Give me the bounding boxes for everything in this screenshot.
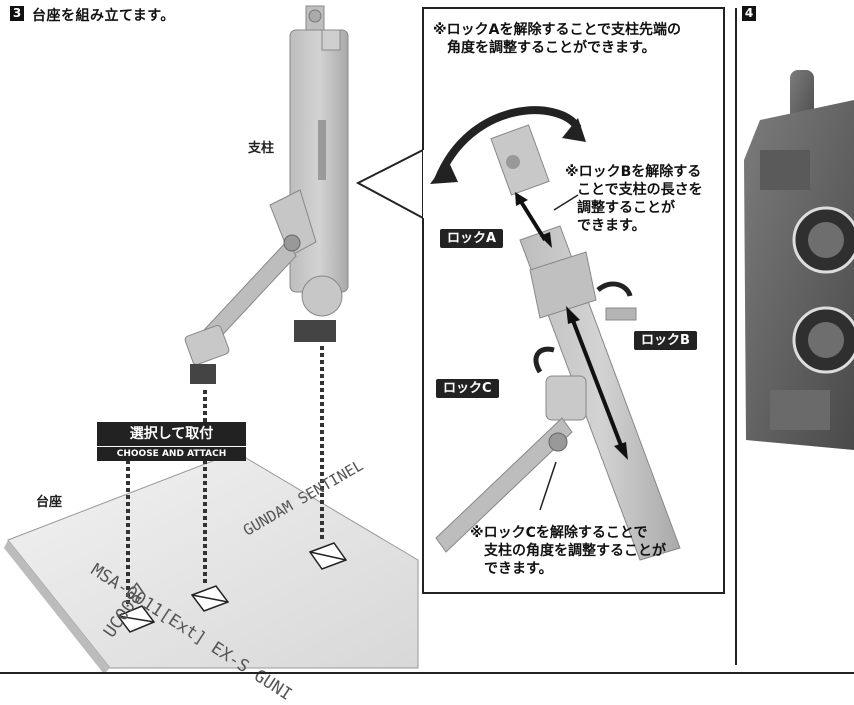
- support-pillar: [184, 5, 349, 384]
- bottom-rule: [0, 672, 854, 674]
- insertion-guides: [126, 346, 324, 605]
- step-number-badge: 3: [10, 6, 24, 21]
- step4-robot-illustration: [742, 40, 854, 450]
- lock-c-note-line2: 支柱の角度を調整することが: [484, 543, 666, 559]
- lock-c-note-line1: ※ロックCを解除することで: [470, 525, 648, 541]
- step-title: 台座を組み立てます。: [32, 8, 175, 24]
- lock-a-note-line1: ※ロックAを解除することで支柱先端の: [433, 22, 682, 38]
- lock-b-note: ※ロックBを解除する ことで支柱の長さを 調整することが できます。: [565, 163, 720, 235]
- step4-number-badge: 4: [742, 6, 756, 21]
- lock-c-tag: ロックC: [436, 379, 499, 398]
- base-sockets: [116, 542, 348, 633]
- lock-a-note: ※ロックAを解除することで支柱先端の 角度を調整することができます。: [433, 21, 719, 57]
- choose-jp-label: 選択して取付: [97, 422, 246, 447]
- lock-b-note-line4: できます。: [577, 218, 646, 234]
- detail-pillar: [430, 106, 681, 561]
- choose-and-attach-tag: 選択して取付 CHOOSE AND ATTACH: [97, 422, 246, 461]
- assembly-illustration: [4, 5, 854, 674]
- lock-a-note-line2: 角度を調整することができます。: [447, 40, 656, 56]
- lock-b-note-line1: ※ロックBを解除する: [565, 164, 702, 180]
- lock-b-note-line2: ことで支柱の長さを: [577, 182, 703, 198]
- lock-c-note-line3: できます。: [484, 561, 553, 577]
- display-base: [4, 451, 419, 674]
- lock-b-tag: ロックB: [634, 331, 697, 350]
- lock-b-note-line3: 調整することが: [577, 200, 675, 216]
- lock-c-note: ※ロックCを解除することで 支柱の角度を調整することが できます。: [470, 524, 720, 578]
- pillar-label: 支柱: [248, 141, 275, 156]
- base-label: 台座: [36, 495, 63, 510]
- lock-a-tag: ロックA: [440, 229, 504, 248]
- choose-en-label: CHOOSE AND ATTACH: [116, 449, 227, 459]
